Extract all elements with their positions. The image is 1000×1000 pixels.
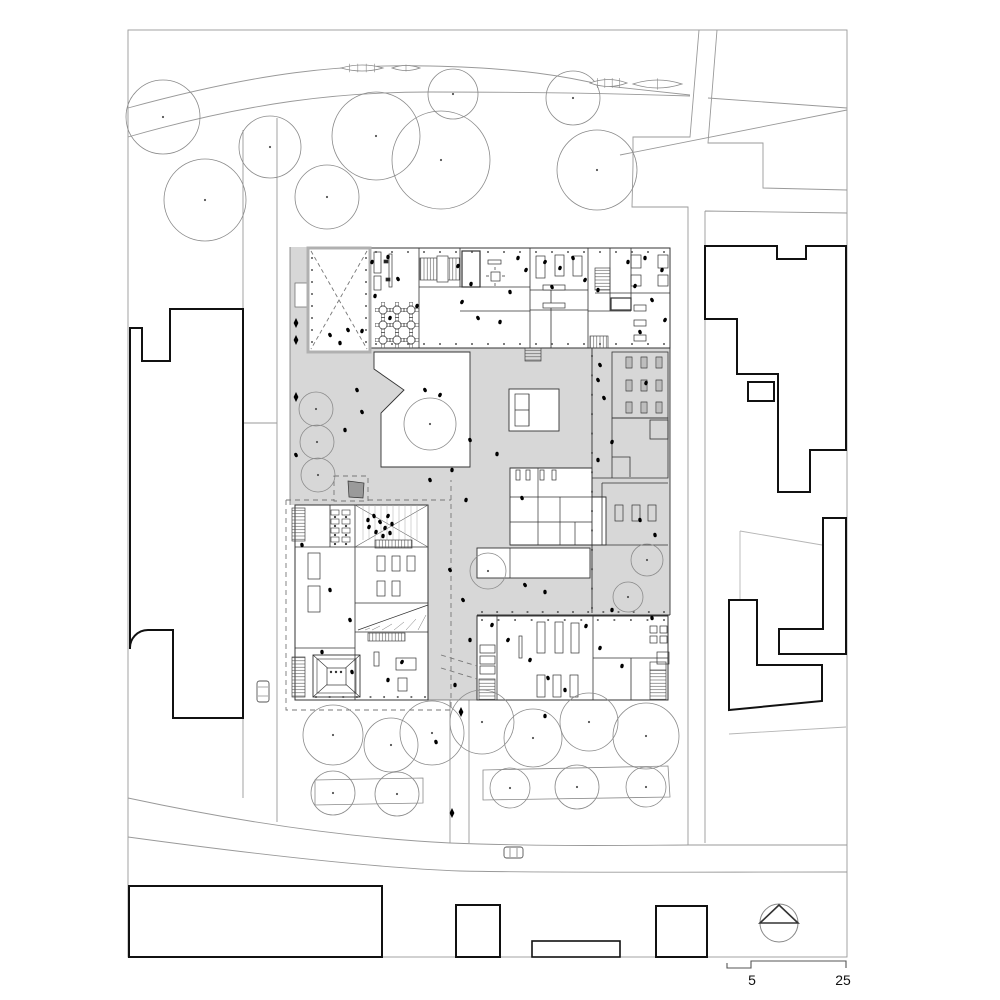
bottom-path-lines: [449, 700, 470, 843]
people-layer: [294, 254, 667, 745]
bed-grid: [625, 356, 663, 414]
bottom-road-south-edge: [127, 836, 848, 873]
traffic-islands-layer: [339, 63, 684, 90]
mini-tables: [330, 509, 351, 546]
context-buildings: [128, 245, 847, 958]
grid-dots-layer: [311, 251, 665, 698]
scale-label-5: 5: [748, 972, 756, 988]
north-road-west: [631, 29, 700, 845]
courtyard-cutouts: [373, 351, 607, 579]
furniture: [307, 251, 670, 698]
building-south-slab: [128, 885, 383, 958]
canopy-slab: [476, 547, 591, 579]
skylight-x: [310, 250, 368, 350]
ramp-edge: [357, 604, 429, 631]
kiosk: [347, 480, 365, 499]
top-road-south-edge: [127, 91, 691, 138]
tree-planters: [314, 765, 671, 806]
top-road-east-edge: [707, 97, 848, 109]
planter-right: [482, 765, 671, 801]
stairs: [291, 255, 667, 701]
north-arrow-icon: [757, 903, 801, 943]
north-road-east: [707, 29, 848, 191]
small-white-niche: [294, 282, 309, 308]
left-road-lines: [242, 118, 278, 822]
building-east-2: [778, 517, 847, 655]
cars-layer: [256, 680, 524, 859]
top-road-north-edge: [127, 65, 691, 109]
building-west: [128, 308, 244, 719]
building-south-small-2: [655, 905, 708, 958]
dining-tables: [375, 302, 419, 348]
plot-diagonal-line: [619, 109, 848, 156]
ramp-hatch: [364, 614, 427, 631]
plant-markers-layer: [293, 318, 464, 818]
terrace-lines: [728, 530, 847, 735]
scale-label-25: 25: [835, 972, 851, 988]
building-east-1-annex: [747, 381, 775, 402]
trees-layer: [125, 68, 680, 817]
building-east-1: [704, 245, 847, 493]
building-east-3: [728, 599, 823, 712]
dashed-boundaries: [285, 475, 478, 711]
building-south-small-1: [455, 904, 501, 958]
building-south-thin: [531, 940, 621, 958]
main-building-plan: [294, 246, 671, 701]
bottom-road-north-edge: [127, 797, 847, 846]
skylight-square: [312, 654, 361, 698]
tree-court: [373, 351, 471, 468]
scale-bar: 5 25: [726, 960, 851, 988]
planter-left: [314, 777, 424, 806]
